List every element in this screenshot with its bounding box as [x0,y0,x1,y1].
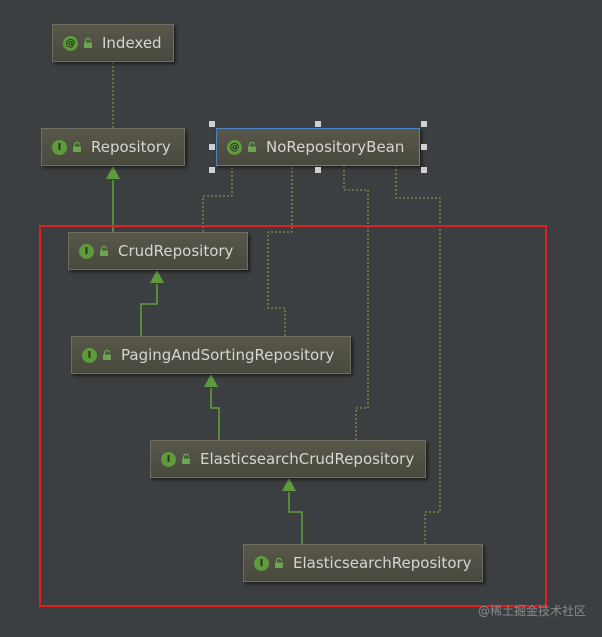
annotation-icon: @ [227,139,242,155]
extends-edge [288,492,303,544]
node-elasticsearchcrudrepository[interactable]: I ElasticsearchCrudRepository [150,440,426,478]
node-label: ElasticsearchCrudRepository [200,450,415,468]
interface-icon: I [79,243,94,259]
arrowhead [150,270,164,283]
node-crudrepository[interactable]: I CrudRepository [68,232,248,270]
arrowhead [106,166,120,179]
annotation-edge [395,166,441,544]
node-indexed[interactable]: @ Indexed [52,24,174,62]
selection-handle[interactable] [209,144,215,150]
selection-handle[interactable] [421,167,427,173]
interface-icon: I [52,139,67,155]
selection-handle[interactable] [421,144,427,150]
node-repository[interactable]: I Repository [41,128,185,166]
lock-icon [248,141,256,152]
edges [106,62,441,544]
node-elasticsearchrepository[interactable]: I ElasticsearchRepository [243,544,483,582]
interface-icon: I [254,555,269,571]
node-label: NoRepositoryBean [266,138,405,156]
annotation-icon: @ [63,35,78,51]
selection-handle[interactable] [209,121,215,127]
node-label: ElasticsearchRepository [293,554,472,572]
node-pagingandsortingrepository[interactable]: I PagingAndSortingRepository [71,336,351,374]
interface-icon: I [82,347,97,363]
extends-edge [140,284,158,336]
lock-icon [103,349,111,360]
arrowhead [204,374,218,387]
lock-icon [73,141,81,152]
node-label: CrudRepository [118,242,234,260]
interface-icon: I [161,451,176,467]
arrowhead [282,478,296,491]
annotation-edge [202,166,233,232]
node-label: PagingAndSortingRepository [121,346,335,364]
lock-icon [84,37,92,48]
watermark: @稀土掘金技术社区 [477,604,586,618]
node-label: Repository [91,138,171,156]
extends-edge [210,388,220,440]
selection-handle[interactable] [421,121,427,127]
node-label: Indexed [102,34,162,52]
node-norepositorybean[interactable]: @ NoRepositoryBean [216,128,420,166]
lock-icon [182,453,190,464]
selection-handle[interactable] [209,167,215,173]
annotation-edge [343,166,369,440]
selection-handle[interactable] [315,121,321,127]
annotation-edge [267,166,293,336]
lock-icon [100,245,108,256]
selection-handle[interactable] [315,167,321,173]
lock-icon [275,557,283,568]
